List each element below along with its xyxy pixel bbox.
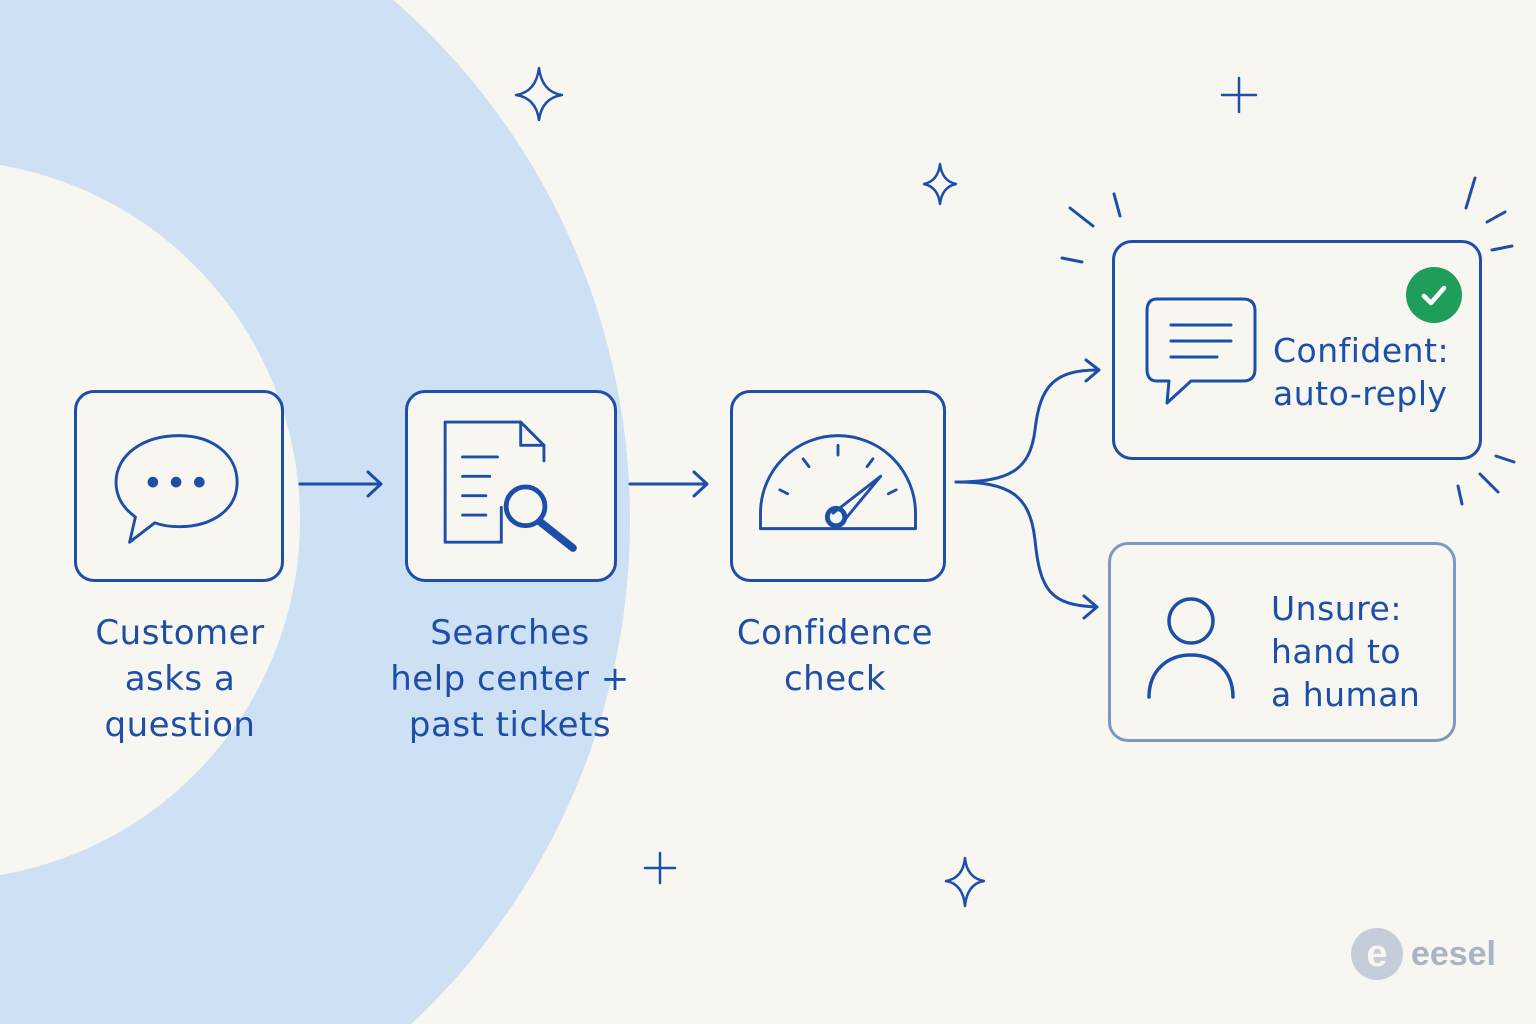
arrow-step1-to-step2 xyxy=(298,470,383,498)
emphasis-dash xyxy=(1478,472,1500,494)
emphasis-dash xyxy=(1068,206,1095,228)
outcome-confident-label: Confident: auto-reply xyxy=(1273,331,1450,413)
sparkle-icon xyxy=(944,856,986,908)
emphasis-dash xyxy=(1060,256,1084,264)
outcome-unsure-node: Unsure: hand to a human xyxy=(1108,542,1456,742)
outcome-confident-node: Confident: auto-reply xyxy=(1112,240,1482,460)
branch-to-confident xyxy=(954,358,1101,484)
document-search-icon xyxy=(443,420,577,552)
plus-sparkle-icon xyxy=(1220,76,1258,114)
emphasis-dash xyxy=(1485,210,1507,224)
step-search-caption: Searches help center + past tickets xyxy=(390,613,630,745)
gauge-icon xyxy=(759,434,917,531)
step-search-node xyxy=(405,390,617,582)
chat-message-icon xyxy=(1145,297,1257,405)
step-confidence-node xyxy=(730,390,946,582)
emphasis-dash xyxy=(1490,244,1514,252)
outcome-unsure-label: Unsure: hand to a human xyxy=(1271,589,1421,714)
emphasis-dash xyxy=(1494,454,1516,464)
step-customer-question-node xyxy=(74,390,284,582)
speech-bubble-ellipsis-icon xyxy=(114,434,239,544)
arrow-step2-to-step3 xyxy=(628,470,709,498)
emphasis-dash xyxy=(1112,192,1122,218)
eesel-logo-icon: e xyxy=(1350,928,1403,980)
sparkle-icon xyxy=(922,162,958,206)
emphasis-dash xyxy=(1456,484,1464,506)
step-customer-question-caption: Customer asks a question xyxy=(95,613,265,745)
checkmark-icon xyxy=(1406,267,1462,323)
branch-to-unsure xyxy=(954,480,1099,620)
person-icon xyxy=(1147,597,1235,699)
emphasis-dash xyxy=(1464,176,1477,210)
brand-logo: e eesel xyxy=(1350,928,1496,980)
brand-name: eesel xyxy=(1410,934,1496,973)
step-confidence-caption: Confidence check xyxy=(736,613,934,699)
plus-sparkle-icon xyxy=(643,851,677,885)
sparkle-icon xyxy=(514,66,564,122)
